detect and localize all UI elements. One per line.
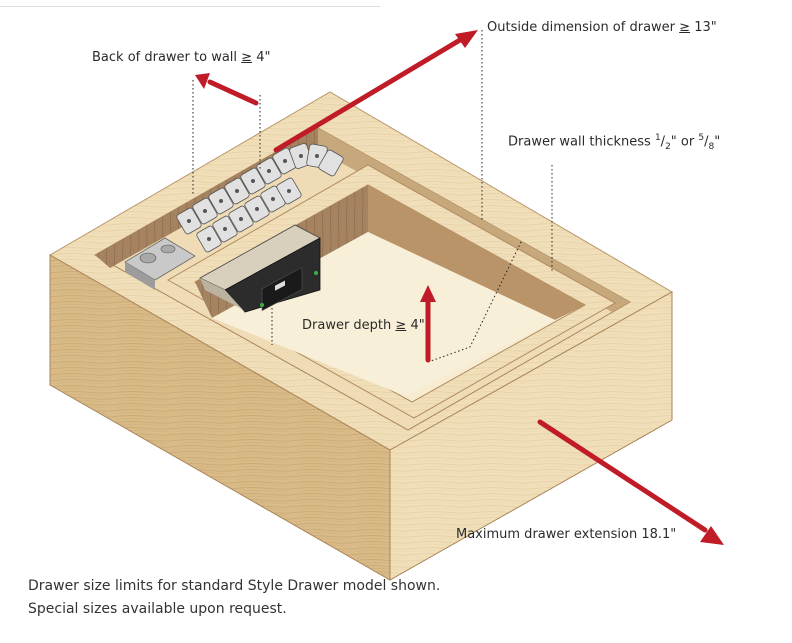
label-back-to-wall-text: Back of drawer to wall [92, 50, 242, 65]
caption-line-1: Drawer size limits for standard Style Dr… [28, 578, 441, 594]
label-outside-dimension-text: Outside dimension of drawer [487, 20, 680, 35]
arrow-head-drawer-depth [420, 285, 436, 302]
label-outside-dimension-value: 13" [690, 20, 717, 35]
label-back-to-wall: Back of drawer to wall ≥ 4" [92, 50, 270, 65]
label-drawer-depth-value: 4" [406, 318, 425, 333]
label-drawer-depth-text: Drawer depth [302, 318, 396, 333]
arrow-head-back-to-wall [195, 73, 210, 89]
label-wall-thickness: Drawer wall thickness 1/2" or 5/8" [508, 133, 721, 152]
arrows [195, 30, 724, 545]
junction-box [124, 237, 196, 290]
arrow-head-extension [700, 526, 724, 545]
outlet-device [199, 224, 321, 313]
label-back-to-wall-value: 4" [252, 50, 271, 65]
ge-symbol: ≥ [679, 20, 691, 35]
top-divider [0, 0, 380, 7]
fraction-numerator: 5 [698, 133, 705, 143]
dotted-leaders [192, 30, 553, 363]
arrow-head-outside-dimension [455, 30, 478, 48]
label-outside-dimension: Outside dimension of drawer ≥ 13" [487, 20, 717, 35]
label-max-extension: Maximum drawer extension 18.1" [456, 527, 677, 542]
outer-box-right-face [389, 291, 673, 581]
caption-line-2: Special sizes available upon request. [28, 601, 287, 617]
label-wall-thickness-or: " or [670, 134, 699, 150]
fraction-denominator: 2 [665, 141, 671, 152]
chain-holes [187, 154, 319, 241]
fraction-denominator: 8 [708, 141, 715, 152]
drawer-right-wall [368, 185, 585, 320]
ge-symbol: ≥ [395, 318, 407, 333]
ge-symbol: ≥ [241, 50, 253, 65]
fraction-numerator: 1 [654, 133, 661, 143]
label-drawer-depth: Drawer depth ≥ 4" [302, 318, 425, 333]
label-wall-thickness-end: " [714, 134, 721, 150]
label-wall-thickness-text: Drawer wall thickness [508, 134, 655, 150]
